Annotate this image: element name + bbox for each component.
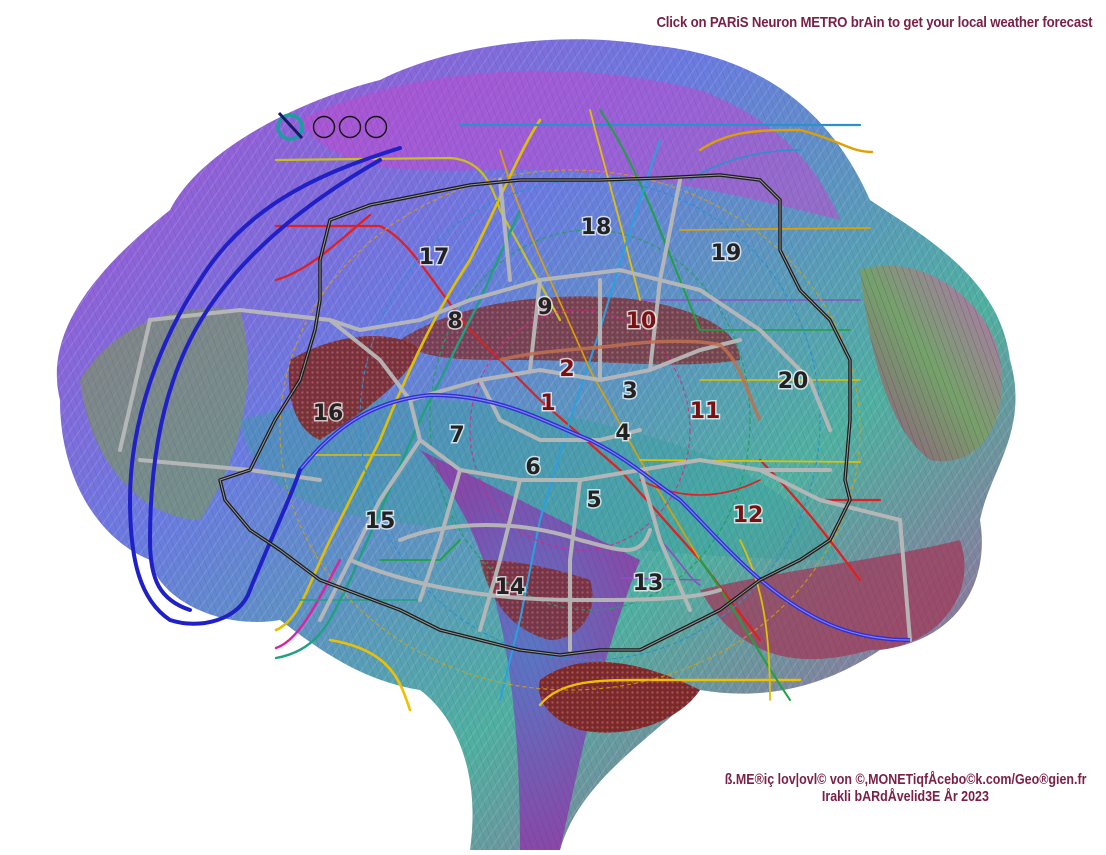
arrondissement-label-halo: 10 [626,309,657,334]
arrondissement-label-halo: 20 [778,369,809,394]
arrondissement-labels: 1122334455667788991010111112121313141415… [311,214,810,602]
circle-icon[interactable] [338,115,362,139]
arrondissement-label-halo: 2 [559,357,574,382]
arrondissement-label-11: 11 [690,399,721,424]
arrondissement-label-halo: 5 [586,488,601,513]
metro-lines [274,109,882,712]
arrondissement-label-4: 4 [615,421,630,446]
no-entry-icon[interactable] [276,111,304,141]
arrondissement-label-2: 2 [559,357,574,382]
credit-line-2: Irakli bARdÅvelid3E År 2023 [821,789,989,805]
arrondissement-label-13: 13 [633,571,664,596]
credit-line-1: ß.ME®iç lov|ovl© von ©,MONETiqfÅcebo©k.c… [724,772,1087,788]
arrondissement-label-halo: 14 [495,575,526,600]
line-icons[interactable] [276,111,388,141]
arrondissement-label-14: 14 [495,575,526,600]
arrondissement-label-6: 6 [525,455,540,480]
arrondissement-label-halo: 7 [449,423,464,448]
arrondissement-label-3: 3 [622,379,637,404]
arrondissement-label-12: 12 [733,503,764,528]
arrondissement-label-19: 19 [711,241,742,266]
arrondissement-label-halo: 15 [365,509,396,534]
arrondissement-label-halo: 19 [711,241,742,266]
circle-icon[interactable] [364,115,388,139]
arrondissement-label-halo: 13 [633,571,664,596]
arrondissement-label-20: 20 [778,369,809,394]
brain-image [56,39,1016,851]
arrondissement-label-halo: 12 [733,503,764,528]
arrondissement-label-18: 18 [581,215,612,240]
arrondissement-label-halo: 3 [622,379,637,404]
arrondissement-label-1: 1 [540,391,555,416]
arrondissement-label-halo: 1 [540,391,555,416]
credit-block: ß.ME®iç lov|ovl© von ©,MONETiqfÅcebo©k.c… [724,772,1087,806]
arrondissement-label-halo: 9 [537,295,552,320]
arrondissement-label-halo: 18 [581,215,612,240]
arrondissement-label-7: 7 [449,423,464,448]
arrondissement-label-halo: 17 [419,245,450,270]
arrondissement-label-halo: 8 [447,309,462,334]
arrondissement-label-17: 17 [419,245,450,270]
arrondissement-label-halo: 16 [313,401,344,426]
arrondissement-label-halo: 6 [525,455,540,480]
weather-forecast-link[interactable]: Click on PARiS Neuron METRO brAin to get… [656,14,1092,31]
arrondissement-label-15: 15 [365,509,396,534]
blue-outer-line [127,146,402,626]
arrondissement-label-halo: 11 [690,399,721,424]
streets [118,178,912,652]
arrondissement-label-16: 16 [313,401,344,426]
arrondissement-label-10: 10 [626,309,657,334]
circle-icon[interactable] [312,115,336,139]
arrondissement-label-5: 5 [586,488,601,513]
arrondissement-label-8: 8 [447,309,462,334]
rer-line [499,339,762,421]
arrondissement-label-9: 9 [537,295,552,320]
arrondissement-label-halo: 4 [615,421,630,446]
